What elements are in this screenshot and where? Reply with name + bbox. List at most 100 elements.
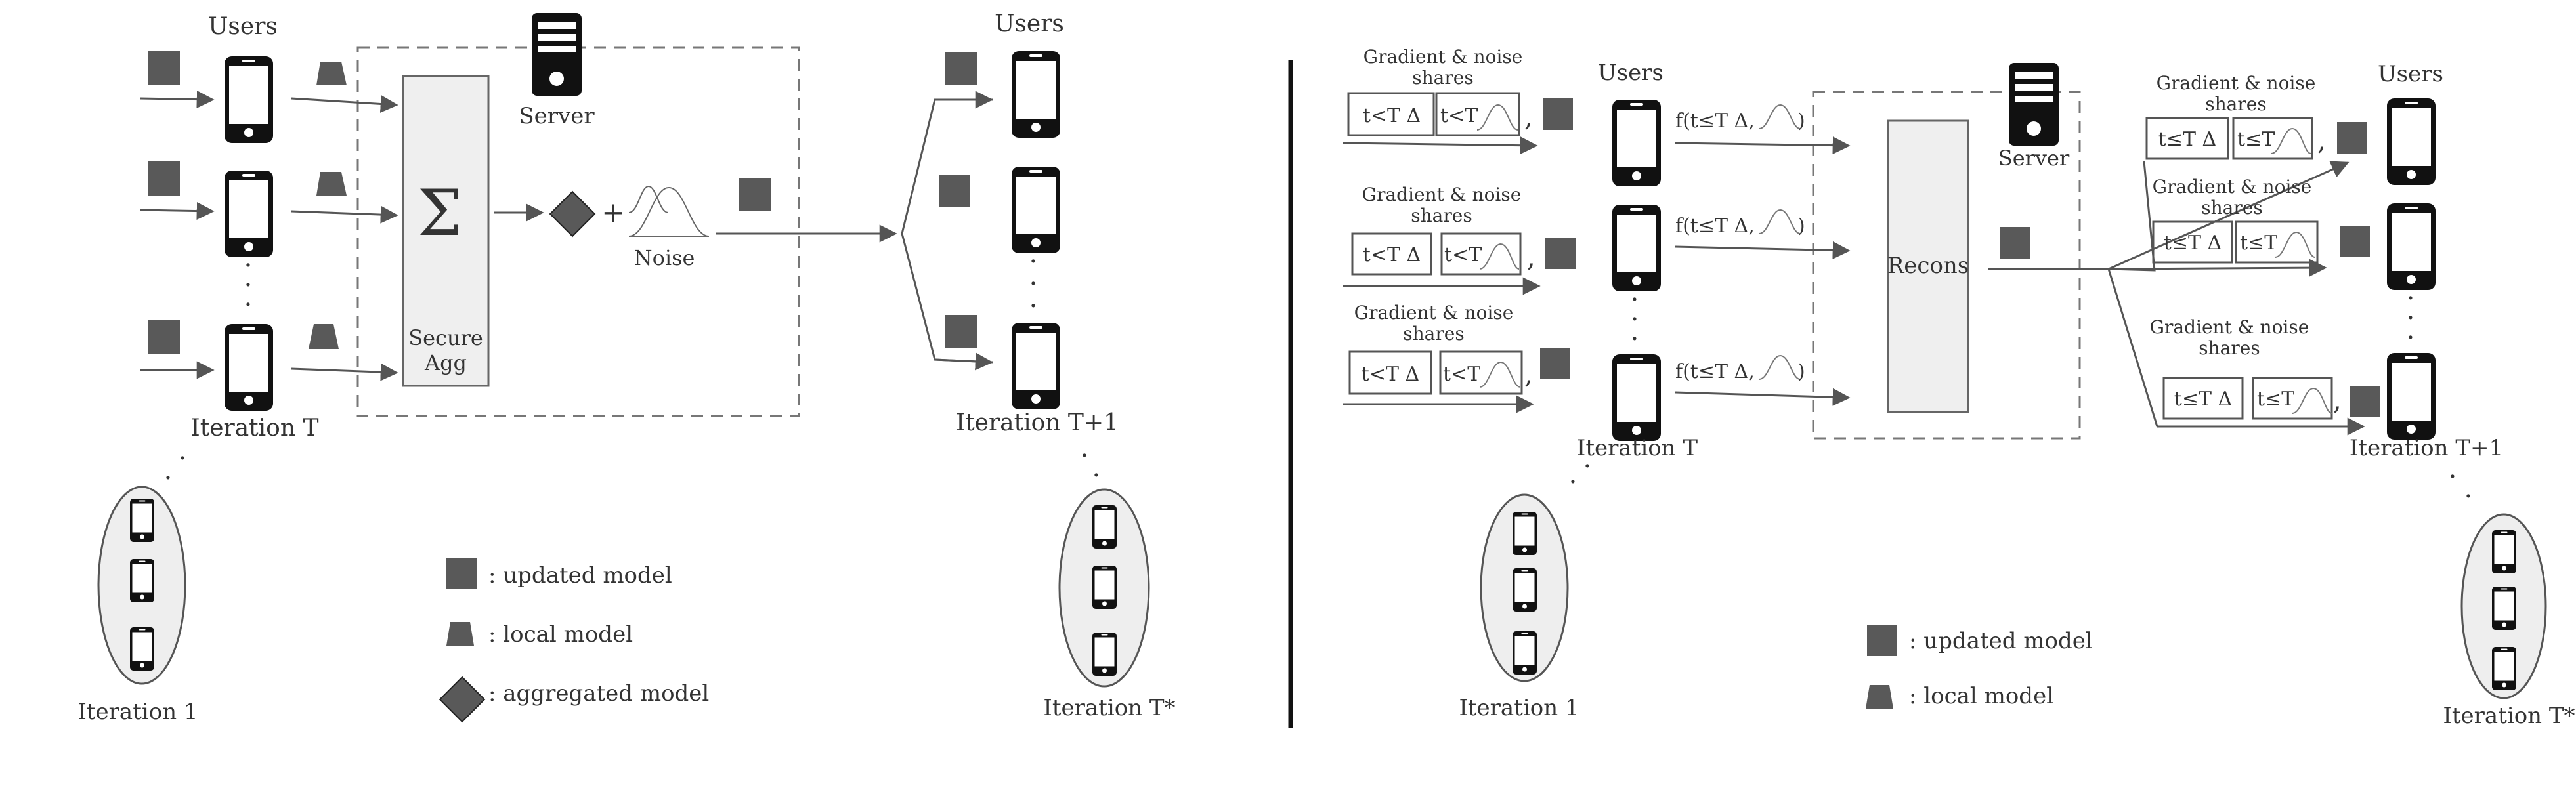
gradient-share-text: t≤T Δ (2158, 128, 2216, 151)
noise-share-bell (1479, 243, 1520, 270)
phone-icon (2492, 530, 2516, 573)
legend-square-swatch (1867, 625, 1897, 656)
noise-share-bell (2292, 387, 2332, 414)
legend-diamond-swatch (439, 676, 486, 723)
server-boundary (1812, 91, 2081, 440)
function-bell (1759, 209, 1801, 234)
updated-model-square (2350, 386, 2380, 417)
phone-icon (225, 56, 273, 143)
ellipsis-dot: · (2407, 323, 2415, 353)
phone-icon (2492, 587, 2516, 630)
legend-updated-model: : updated model (1909, 628, 2093, 654)
secure-agg-box (402, 75, 490, 387)
share-caption-line2: shares (2201, 197, 2262, 218)
iteration-1-label: Iteration 1 (77, 699, 198, 725)
share-caption-line2: shares (1403, 323, 1464, 344)
noise-share-text: t≤T (2240, 232, 2277, 255)
gradient-share-box (1348, 350, 1432, 395)
updated-model-square (148, 161, 180, 196)
gradient-share-box (2145, 117, 2229, 160)
server-icon (2009, 63, 2059, 146)
users-right-label: Users (2378, 61, 2443, 87)
phone-icon (1513, 568, 1537, 612)
iteration-t-label: Iteration T (1577, 435, 1698, 461)
users-left-label: Users (208, 13, 278, 40)
ellipsis-dot: · (2407, 283, 2415, 314)
sigma-symbol: Σ (418, 177, 462, 250)
aggregated-model-diamond (549, 190, 596, 238)
updated-model-square (2337, 122, 2367, 154)
plus-sign: + (601, 196, 624, 228)
comma: , (1524, 360, 1533, 390)
updated-model-square (945, 315, 977, 348)
broadcast-fan (2108, 161, 2156, 272)
legend-trapezoid-swatch (446, 622, 474, 646)
gradient-share-text: t<T Δ (1363, 104, 1421, 127)
ellipsis-dot: · (1569, 467, 1578, 497)
comma: , (1527, 243, 1535, 273)
phone-icon (1612, 205, 1661, 291)
noise-share-box (2252, 377, 2333, 420)
gradient-share-text: t≤T Δ (2174, 388, 2232, 411)
ellipsis-dot: · (244, 270, 253, 301)
ellipsis-dot: · (179, 444, 187, 474)
iteration-t-label: Iteration T (191, 415, 319, 442)
updated-model-square (2340, 226, 2370, 257)
noise-share-text: t<T (1440, 104, 1478, 127)
iteration-tstar-label: Iteration T* (2443, 703, 2575, 729)
recons-box (1887, 119, 1969, 413)
gradient-share-text: t≤T Δ (2164, 232, 2222, 255)
secure-agg-caption-line1: Secure (408, 325, 483, 350)
updated-model-square (939, 175, 970, 207)
local-model-trapezoid (309, 324, 339, 349)
gradient-share-box (1351, 232, 1432, 276)
updated-model-square (2000, 227, 2030, 259)
updated-model-square (945, 52, 977, 85)
ellipsis-dot: · (2449, 462, 2457, 492)
share-caption-line1: Gradient & noise (2150, 316, 2309, 338)
noise-share-bell (1479, 361, 1521, 388)
phone-icon (1012, 323, 1060, 409)
updated-model-square (148, 320, 180, 354)
gradient-share-text: t<T Δ (1363, 243, 1421, 266)
noise-share-text: t<T (1443, 363, 1480, 386)
ellipsis-dot: · (1081, 441, 1089, 471)
server-icon (532, 13, 582, 96)
function-arrow (1675, 388, 1851, 406)
ellipsis-dot: · (1631, 304, 1639, 335)
left-diagram: Users Server Users · · · Iteration T Σ S… (77, 10, 1175, 725)
share-caption-line1: Gradient & noise (1354, 302, 1514, 323)
function-close: ) (1797, 110, 1805, 133)
gradient-share-text: t<T Δ (1362, 363, 1419, 386)
server-label: Server (519, 103, 595, 129)
phone-icon (1612, 100, 1661, 186)
phone-icon (2387, 203, 2436, 290)
function-arrow (1675, 241, 1851, 259)
phone-icon (130, 559, 154, 602)
share-caption-line2: shares (1412, 67, 1473, 89)
function-label: f(t≤T Δ, (1675, 215, 1755, 238)
legend-local-model: : local model (1909, 683, 2053, 709)
noise-share-bell (1476, 104, 1518, 131)
local-update-arrow (291, 205, 398, 224)
right-diagram: Users Server Users Gradient & noise shar… (1342, 46, 2575, 729)
ellipsis-dot: · (1029, 247, 1038, 277)
updated-model-square (739, 178, 771, 211)
noise-bell (628, 186, 710, 237)
share-caption-line1: Gradient & noise (1362, 184, 1522, 205)
noise-share-box (1435, 92, 1520, 136)
recons-label: Recons (1887, 253, 1969, 279)
function-label: f(t≤T Δ, (1675, 110, 1755, 133)
phone-icon (1513, 631, 1537, 675)
ellipsis-dot: · (2464, 482, 2473, 512)
legend-aggregated-model: : aggregated model (488, 680, 709, 707)
legend-updated-model: : updated model (488, 562, 672, 589)
legend-local-model: : local model (488, 621, 633, 648)
updated-model-square (1545, 238, 1576, 269)
input-arrow (1342, 136, 1538, 155)
share-caption-line2: shares (1411, 205, 1472, 226)
ellipsis-dot: · (1092, 461, 1101, 491)
iteration-t1-label: Iteration T+1 (2350, 435, 2503, 461)
function-arrow (1675, 136, 1851, 155)
updated-model-square (148, 51, 180, 85)
